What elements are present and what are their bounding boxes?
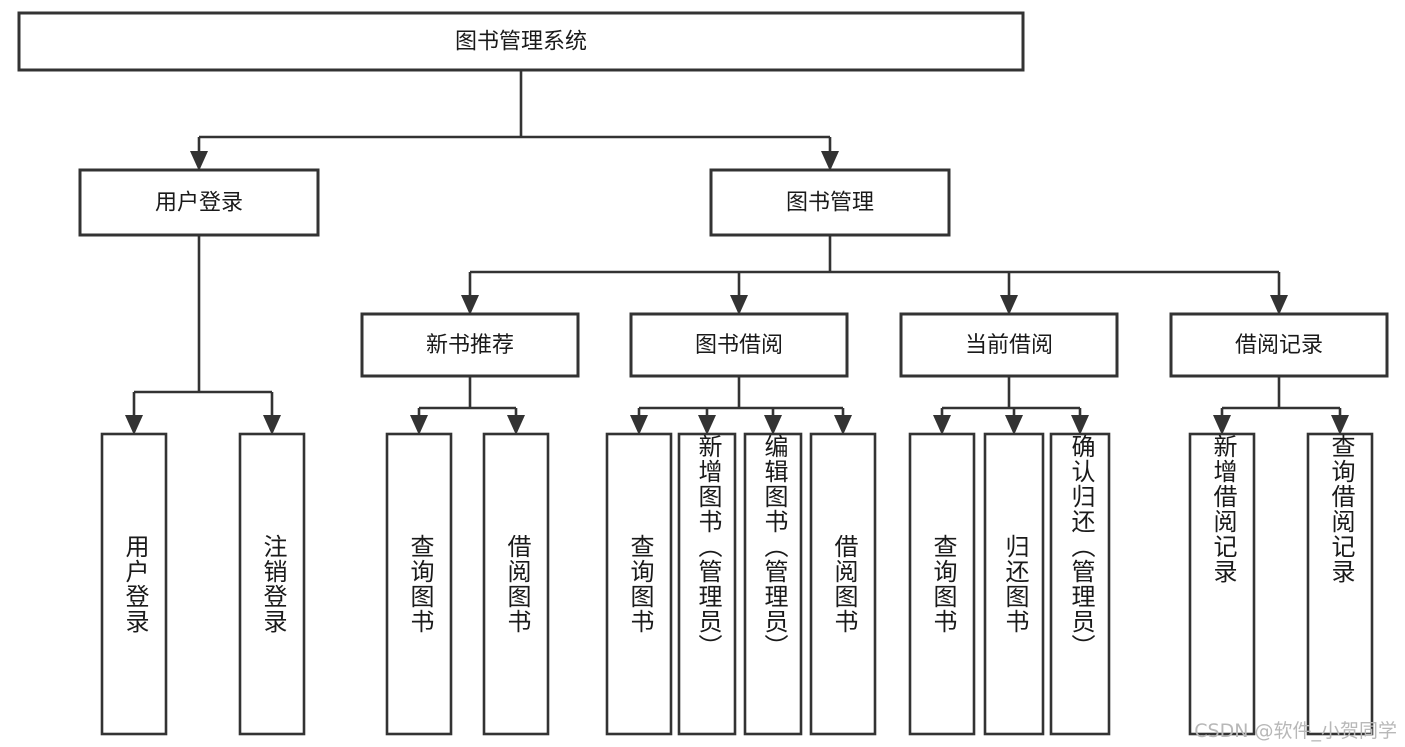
root-node-box[interactable] xyxy=(17,11,1025,72)
node-book-borrow-box[interactable] xyxy=(629,312,849,378)
node-boxes xyxy=(17,11,1389,736)
node-leaf-borrow-book-2-box[interactable] xyxy=(809,432,877,736)
node-leaf-query-record-box[interactable] xyxy=(1306,432,1374,736)
root-to-l2-arrow-0 xyxy=(190,151,208,171)
connector-lines xyxy=(125,70,1349,435)
node-leaf-add-book-box[interactable] xyxy=(677,432,737,736)
node-current-borrow-label: 当前借阅 xyxy=(965,333,1053,358)
current-borrow-to-leaves-arrow-2 xyxy=(1071,415,1089,435)
current-borrow-to-leaves-arrow-0 xyxy=(933,415,951,435)
bookmanage-to-l3-arrow-2 xyxy=(1000,295,1018,315)
node-book-borrow-label: 图书借阅 xyxy=(695,333,783,358)
node-leaf-user-login-box[interactable] xyxy=(100,432,168,736)
node-leaf-query-book-3-box[interactable] xyxy=(908,432,976,736)
root-node-label: 图书管理系统 xyxy=(455,30,587,55)
node-book-manage-label: 图书管理 xyxy=(786,191,874,216)
node-user-login-box[interactable] xyxy=(78,168,320,237)
current-borrow-to-leaves-arrow-1 xyxy=(1005,415,1023,435)
bookmanage-to-l3-arrow-3 xyxy=(1270,295,1288,315)
watermark-text: CSDN @软件_小贺同学 xyxy=(1194,720,1397,742)
bookmanage-to-l3-arrow-1 xyxy=(730,295,748,315)
new-book-recommend-to-leaves-arrow-0 xyxy=(410,415,428,435)
root-to-l2-arrow-1 xyxy=(821,151,839,171)
node-leaf-return-book-box[interactable] xyxy=(983,432,1045,736)
node-new-book-recommend-label: 新书推荐 xyxy=(426,333,514,358)
user-login-to-leaves-arrow-1 xyxy=(263,415,281,435)
book-borrow-to-leaves-arrow-0 xyxy=(630,415,648,435)
node-new-book-recommend-box[interactable] xyxy=(360,312,580,378)
book-borrow-to-leaves-arrow-1 xyxy=(698,415,716,435)
node-leaf-query-book-2-box[interactable] xyxy=(605,432,673,736)
borrow-record-to-leaves-arrow-0 xyxy=(1213,415,1231,435)
book-borrow-to-leaves-arrow-2 xyxy=(764,415,782,435)
borrow-record-to-leaves-arrow-1 xyxy=(1331,415,1349,435)
node-user-login-label: 用户登录 xyxy=(155,191,243,216)
book-borrow-to-leaves-arrow-3 xyxy=(834,415,852,435)
node-leaf-borrow-book-1-box[interactable] xyxy=(482,432,550,736)
node-borrow-record-label: 借阅记录 xyxy=(1235,333,1323,358)
node-leaf-user-logout-box[interactable] xyxy=(238,432,306,736)
node-borrow-record-box[interactable] xyxy=(1169,312,1389,378)
user-login-to-leaves-arrow-0 xyxy=(125,415,143,435)
bookmanage-to-l3-arrow-0 xyxy=(461,295,479,315)
node-leaf-query-book-1-box[interactable] xyxy=(385,432,453,736)
node-book-manage-box[interactable] xyxy=(709,168,951,237)
node-current-borrow-box[interactable] xyxy=(899,312,1119,378)
node-leaf-edit-book-box[interactable] xyxy=(743,432,803,736)
node-leaf-confirm-return-box[interactable] xyxy=(1049,432,1111,736)
node-leaf-add-record-box[interactable] xyxy=(1188,432,1256,736)
new-book-recommend-to-leaves-arrow-1 xyxy=(507,415,525,435)
